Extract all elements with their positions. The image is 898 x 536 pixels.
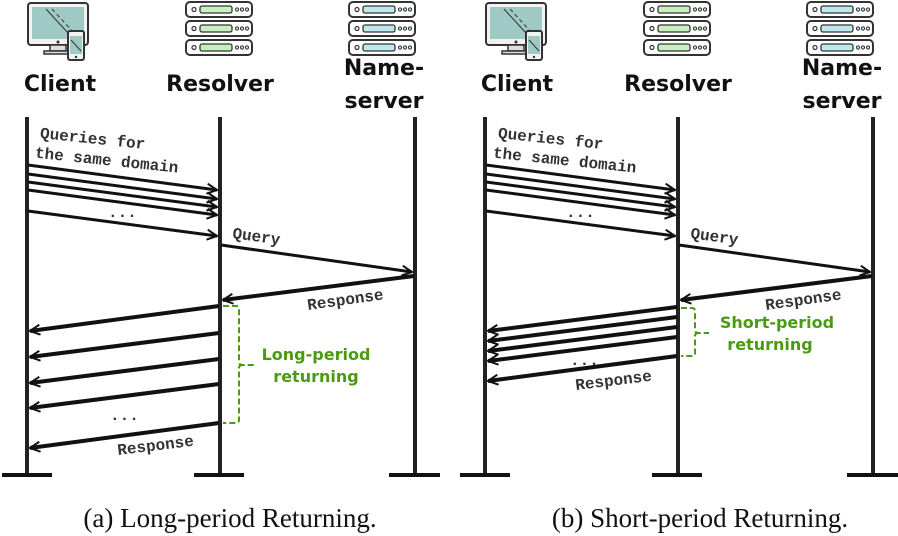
return-arrow-2 [488, 315, 678, 341]
resolver-server-icon [644, 2, 710, 55]
final-response-label: Response [574, 368, 652, 395]
query-label: Query [689, 225, 739, 250]
return-arrow-final [488, 354, 678, 381]
return-arrow-3 [488, 325, 678, 351]
short-period-bracket [681, 307, 709, 357]
returns-ellipsis: ... [570, 352, 599, 370]
bracket-label-line2: returning [727, 335, 812, 354]
query-label: Query [231, 225, 281, 250]
nameserver-response-label: Response [764, 286, 843, 315]
client-label: Client [481, 72, 554, 97]
panel-a: Client Resolver Name- server Queries for… [2, 2, 440, 533]
resolver-query-arrow [220, 243, 412, 272]
query-arrow-4 [27, 188, 217, 215]
nameserver-server-icon [349, 2, 415, 55]
query-arrow-1 [27, 163, 217, 190]
bracket-label-line2: returning [273, 367, 358, 386]
panel-b: Client Resolver Name- server Queries for… [460, 2, 898, 533]
return-arrow-3 [30, 357, 220, 383]
return-arrow-final [30, 421, 220, 448]
nameserver-label-line2: server [345, 89, 424, 114]
bracket-label-line1: Short-period [720, 313, 834, 332]
query-arrow-2 [485, 172, 675, 199]
nameserver-label-line2: server [803, 89, 882, 114]
caption-a: (a) Long-period Returning. [83, 503, 376, 533]
resolver-label: Resolver [166, 72, 274, 97]
nameserver-response-arrow [681, 274, 873, 300]
return-arrow-1 [30, 304, 220, 331]
resolver-query-arrow [678, 243, 870, 272]
query-arrow-4 [485, 188, 675, 215]
query-arrow-3 [27, 180, 217, 207]
client-computer-icon [485, 2, 547, 61]
nameserver-server-icon [807, 2, 873, 55]
nameserver-response-label: Response [306, 286, 385, 315]
query-arrow-2 [27, 172, 217, 199]
resolver-label: Resolver [624, 72, 732, 97]
bracket-label-line1: Long-period [262, 345, 371, 364]
return-arrow-4 [488, 335, 678, 361]
return-arrow-2 [30, 331, 220, 357]
nameserver-response-arrow [223, 274, 415, 300]
resolver-server-icon [186, 2, 252, 55]
nameserver-label-line1: Name- [802, 56, 882, 81]
long-period-bracket [223, 305, 254, 424]
return-arrow-1 [488, 305, 678, 331]
return-arrow-4 [30, 382, 220, 408]
query-arrow-3 [485, 180, 675, 207]
query-arrow-1 [485, 163, 675, 190]
query-arrow-5 [27, 209, 217, 236]
nameserver-label-line1: Name- [344, 56, 424, 81]
queries-ellipsis: ... [566, 204, 595, 222]
returns-ellipsis: ... [110, 407, 139, 425]
queries-ellipsis: ... [108, 204, 137, 222]
client-computer-icon [27, 2, 89, 61]
client-label: Client [24, 72, 97, 97]
query-arrow-5 [485, 209, 675, 236]
caption-b: (b) Short-period Returning. [552, 503, 848, 533]
